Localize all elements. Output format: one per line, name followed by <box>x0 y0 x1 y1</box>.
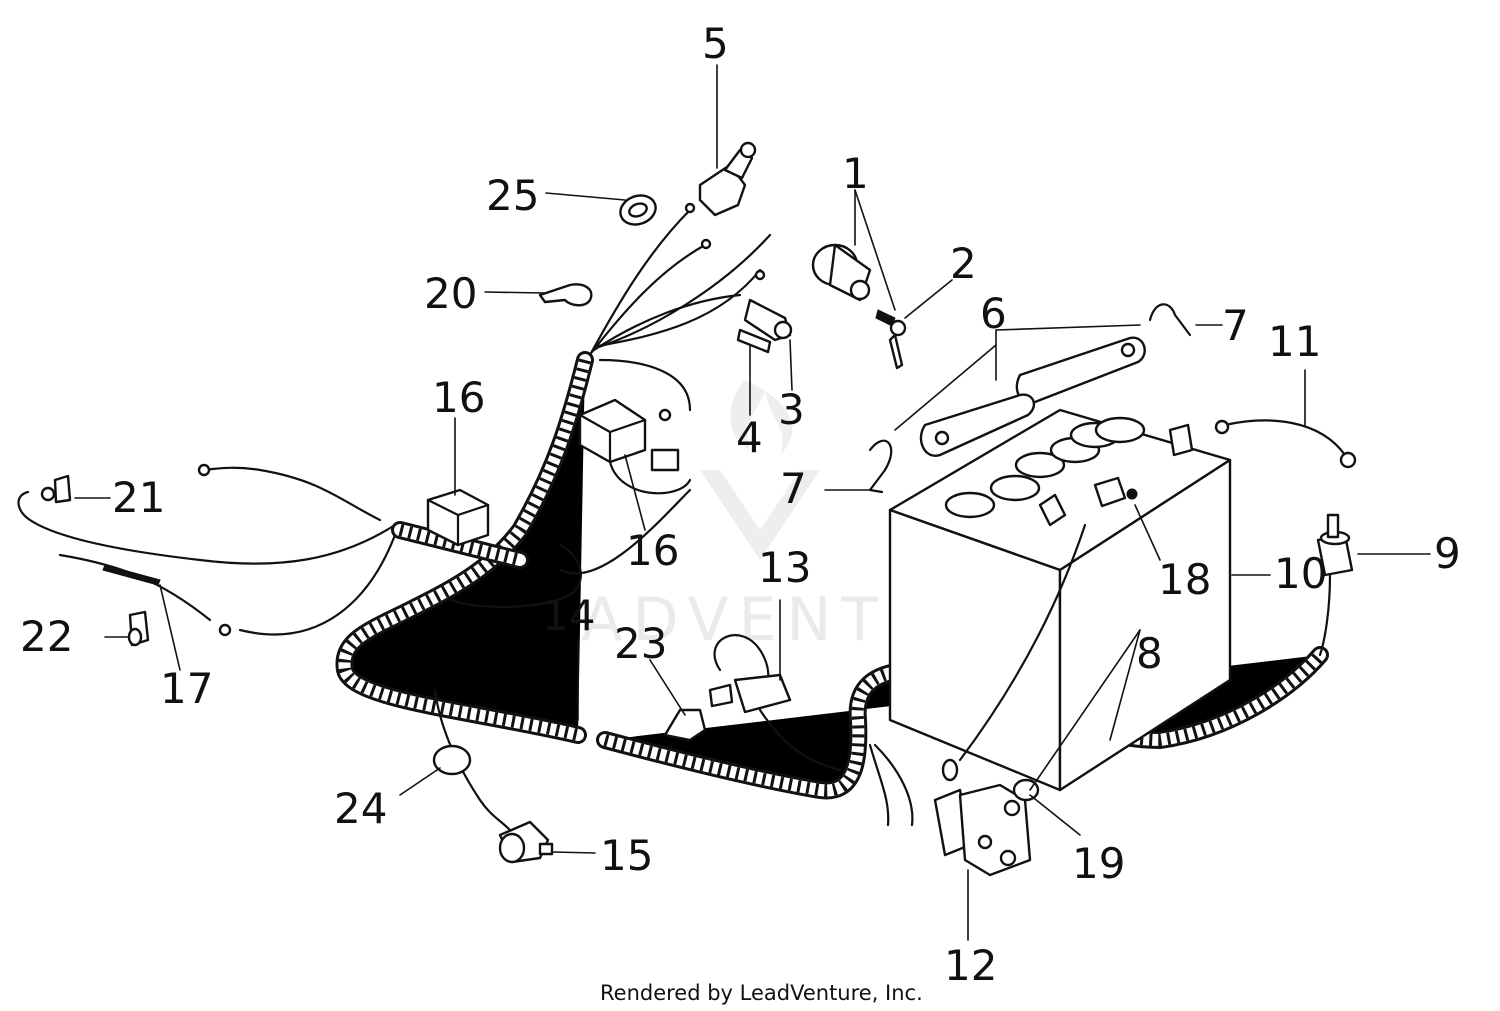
part-8-battery-cables <box>941 523 1087 782</box>
part-25-grommet <box>619 194 657 226</box>
part-22-clamp <box>127 610 150 647</box>
callout-17: 17 <box>160 664 213 713</box>
part-19-nut <box>1012 778 1040 802</box>
callout-8: 8 <box>1136 629 1163 678</box>
part-13-switch <box>708 634 842 772</box>
part-5-switch <box>698 141 757 217</box>
footer-credit: Rendered by LeadVenture, Inc. <box>600 981 923 1005</box>
callout-9: 9 <box>1434 529 1461 578</box>
callout-16-center: 16 <box>626 526 679 575</box>
part-9-switch <box>1316 513 1354 657</box>
callout-13: 13 <box>758 543 811 592</box>
callout-18: 18 <box>1158 555 1211 604</box>
callout-16-left: 16 <box>432 373 485 422</box>
part-20-clip <box>538 283 593 307</box>
callout-25: 25 <box>486 171 539 220</box>
callout-1: 1 <box>842 149 869 198</box>
part-4-terminal <box>736 328 772 354</box>
callout-21: 21 <box>112 473 165 522</box>
callout-24: 24 <box>334 784 387 833</box>
callout-numbers: 5 25 1 2 20 6 7 11 3 4 16 7 21 16 13 18 … <box>20 19 1461 990</box>
part-24-grommet <box>432 688 512 832</box>
part-10-battery <box>888 408 1232 792</box>
callout-19: 19 <box>1072 839 1125 888</box>
part-11-cable <box>1214 419 1357 469</box>
part-17-wire-lead <box>102 564 232 637</box>
leader-lines <box>74 64 1431 941</box>
callout-3: 3 <box>778 385 805 434</box>
callout-15: 15 <box>600 831 653 880</box>
upper-wire-bundle <box>17 202 772 636</box>
callout-6: 6 <box>980 289 1007 338</box>
part-1-key-switch <box>811 243 907 370</box>
part-7-hook-lower <box>868 439 893 494</box>
part-12-solenoid <box>868 743 1032 877</box>
callout-23: 23 <box>614 619 667 668</box>
callout-11: 11 <box>1268 317 1321 366</box>
part-18-terminal <box>1093 476 1138 508</box>
callout-2: 2 <box>950 239 977 288</box>
callout-7-upper: 7 <box>1222 301 1249 350</box>
part-6-battery-hold-downs <box>919 336 1146 457</box>
callout-12: 12 <box>944 941 997 990</box>
part-21-clamp <box>40 474 72 504</box>
part-7-hook-upper <box>1148 303 1192 337</box>
callout-7-lower: 7 <box>780 464 807 513</box>
part-16-relay-upper <box>578 398 692 495</box>
watermark-logo <box>700 380 820 560</box>
callout-20: 20 <box>424 269 477 318</box>
part-16-relay-left <box>426 488 490 547</box>
part-23-clip <box>663 708 707 742</box>
callout-14: 14 <box>542 591 595 640</box>
callout-22: 22 <box>20 612 73 661</box>
part-15-switch <box>498 820 554 864</box>
callout-5: 5 <box>702 19 729 68</box>
part-3-connector <box>743 298 793 342</box>
callout-10: 10 <box>1274 549 1327 598</box>
callout-4: 4 <box>736 413 763 462</box>
